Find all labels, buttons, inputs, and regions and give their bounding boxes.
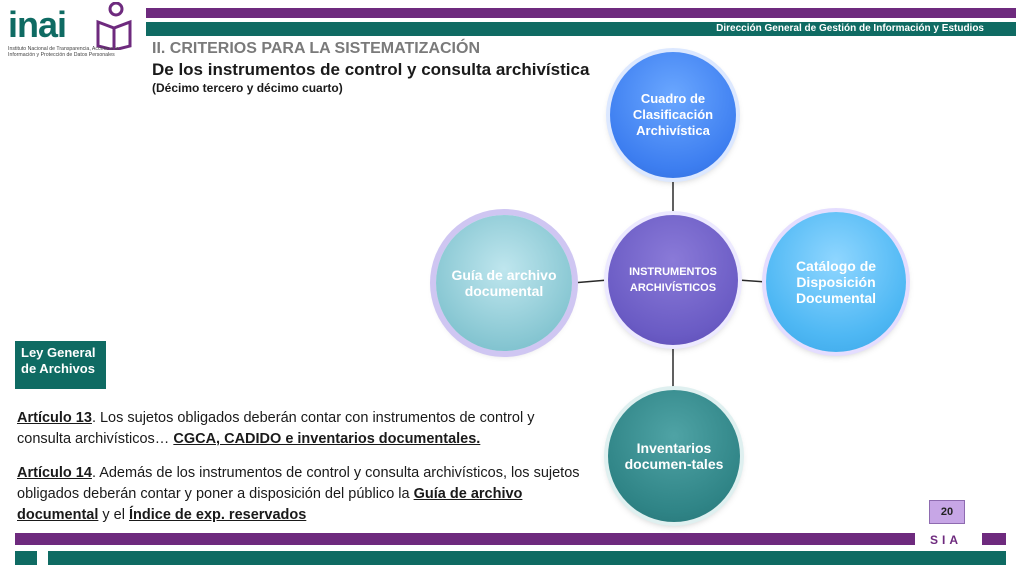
node-catalogo-disposicion: Catálogo de Disposición Documental (766, 212, 906, 352)
article-14: Artículo 14. Además de los instrumentos … (17, 463, 587, 526)
article-14-mid: y el (98, 507, 129, 523)
article-14-text: . Además de los instrumentos de control … (17, 465, 580, 502)
footer-bar-teal-left (15, 551, 37, 565)
footer-bar-purple-right (982, 533, 1006, 545)
inai-logo: inai Instituto Nacional de Transparencia… (6, 2, 134, 70)
page-number: 20 (929, 500, 965, 524)
law-box: Ley General de Archivos (15, 341, 106, 389)
node-guia-archivo: Guía de archivo documental (436, 215, 572, 351)
department-name: Dirección General de Gestión de Informac… (712, 23, 988, 35)
article-14-emphasis-indice: Índice de exp. reservados (129, 507, 307, 523)
logo-word: inai (8, 4, 67, 45)
slide-note: (Décimo tercero y décimo cuarto) (152, 81, 343, 95)
node-inventarios: Inventarios documen-tales (608, 390, 740, 522)
section-title: II. CRITERIOS PARA LA SISTEMATIZACIÓN (152, 40, 480, 57)
header-bar-purple (146, 8, 1016, 18)
footer-bar-teal (48, 551, 1006, 565)
instruments-diagram: Cuadro de Clasificación Archivística INS… (420, 40, 906, 522)
logo-caption: Instituto Nacional de Transparencia, Acc… (8, 46, 119, 58)
diagram-connectors (571, 178, 767, 390)
reading-person-icon (96, 2, 132, 50)
article-13: Artículo 13. Los sujetos obligados deber… (17, 408, 587, 450)
article-13-label: Artículo 13 (17, 410, 92, 426)
article-13-text: . Los sujetos obligados deberán contar c… (17, 410, 535, 447)
footer-sia: SIA (930, 533, 963, 547)
slide-subtitle: De los instrumentos de control y consult… (152, 60, 590, 79)
node-instrumentos-archivisticos: INSTRUMENTOS ARCHIVÍSTICOS (608, 215, 738, 345)
article-14-label: Artículo 14 (17, 465, 92, 481)
article-14-emphasis-guia: Guía de archivo documental (17, 486, 523, 523)
article-13-emphasis: CGCA, CADIDO e inventarios documentales. (173, 431, 481, 447)
node-cuadro-clasificacion: Cuadro de Clasificación Archivística (610, 52, 736, 178)
footer-bar-purple (15, 533, 915, 545)
